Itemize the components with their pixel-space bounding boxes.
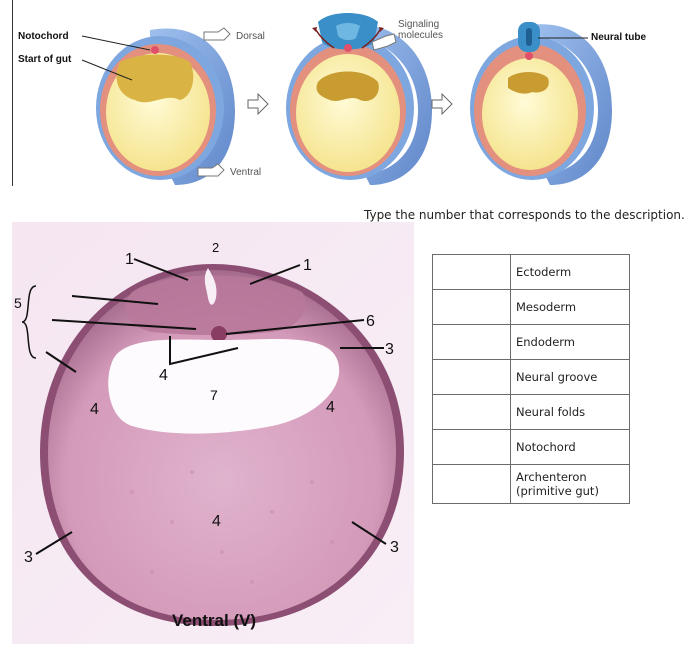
- embryo-micrograph: 1 1 2 3 3 3 4 4 4 4 5 6 7 Ventral (V): [12, 222, 414, 644]
- description-cell: Ectoderm: [511, 255, 630, 290]
- answer-input[interactable]: [433, 290, 510, 324]
- number-4-left: 4: [90, 401, 99, 418]
- answer-row: Archenteron (primitive gut): [433, 465, 630, 504]
- answer-row: Neural folds: [433, 395, 630, 430]
- number-3-right-lower: 3: [390, 539, 399, 556]
- answer-row: Endoderm: [433, 325, 630, 360]
- number-1-right: 1: [303, 257, 312, 274]
- answer-cell: [433, 465, 511, 504]
- number-3-left-lower: 3: [24, 549, 33, 566]
- number-4-bottom: 4: [212, 513, 221, 530]
- description-cell: Endoderm: [511, 325, 630, 360]
- notochord-structure: [211, 326, 227, 342]
- answer-cell: [433, 325, 511, 360]
- answer-cell: [433, 430, 511, 465]
- number-3-right-upper: 3: [385, 341, 394, 358]
- number-2: 2: [212, 240, 219, 255]
- stage-arrow-1: [248, 94, 268, 114]
- neurulation-diagram: [0, 0, 700, 190]
- stage-arrow-2: [432, 94, 452, 114]
- answer-input[interactable]: [433, 465, 510, 503]
- answer-input[interactable]: [433, 395, 510, 429]
- answer-cell: [433, 395, 511, 430]
- label-neural-tube: Neural tube: [591, 32, 646, 43]
- notochord-dot: [151, 46, 159, 54]
- answer-cell: [433, 255, 511, 290]
- answer-input[interactable]: [433, 255, 510, 289]
- number-5: 5: [14, 295, 22, 311]
- pointing-hand-dorsal-icon: [204, 28, 230, 40]
- embryo-stage-3: [470, 22, 612, 185]
- description-cell: Neural folds: [511, 395, 630, 430]
- description-cell: Neural groove: [511, 360, 630, 395]
- label-dorsal: Dorsal: [236, 31, 265, 42]
- answer-input[interactable]: [433, 325, 510, 359]
- answer-row: Mesoderm: [433, 290, 630, 325]
- number-6: 6: [366, 313, 375, 330]
- ventral-label: Ventral (V): [172, 611, 256, 630]
- answer-row: Ectoderm: [433, 255, 630, 290]
- label-signaling-molecules: Signaling molecules: [398, 19, 450, 41]
- answer-input[interactable]: [433, 430, 510, 464]
- answer-row: Neural groove: [433, 360, 630, 395]
- description-cell: Archenteron (primitive gut): [511, 465, 630, 504]
- description-cell: Notochord: [511, 430, 630, 465]
- embryo-stage-1: [96, 28, 235, 185]
- number-4-center: 4: [159, 367, 168, 384]
- answer-input[interactable]: [433, 360, 510, 394]
- number-1-left: 1: [125, 251, 134, 268]
- answer-row: Notochord: [433, 430, 630, 465]
- description-cell: Mesoderm: [511, 290, 630, 325]
- answer-cell: [433, 290, 511, 325]
- number-7: 7: [210, 387, 218, 403]
- notochord-dot: [344, 44, 352, 52]
- instruction-text: Type the number that corresponds to the …: [364, 208, 685, 222]
- number-4-right: 4: [326, 399, 335, 416]
- label-start-of-gut: Start of gut: [18, 54, 71, 65]
- label-ventral: Ventral: [230, 167, 261, 178]
- label-notochord: Notochord: [18, 31, 69, 42]
- answer-cell: [433, 360, 511, 395]
